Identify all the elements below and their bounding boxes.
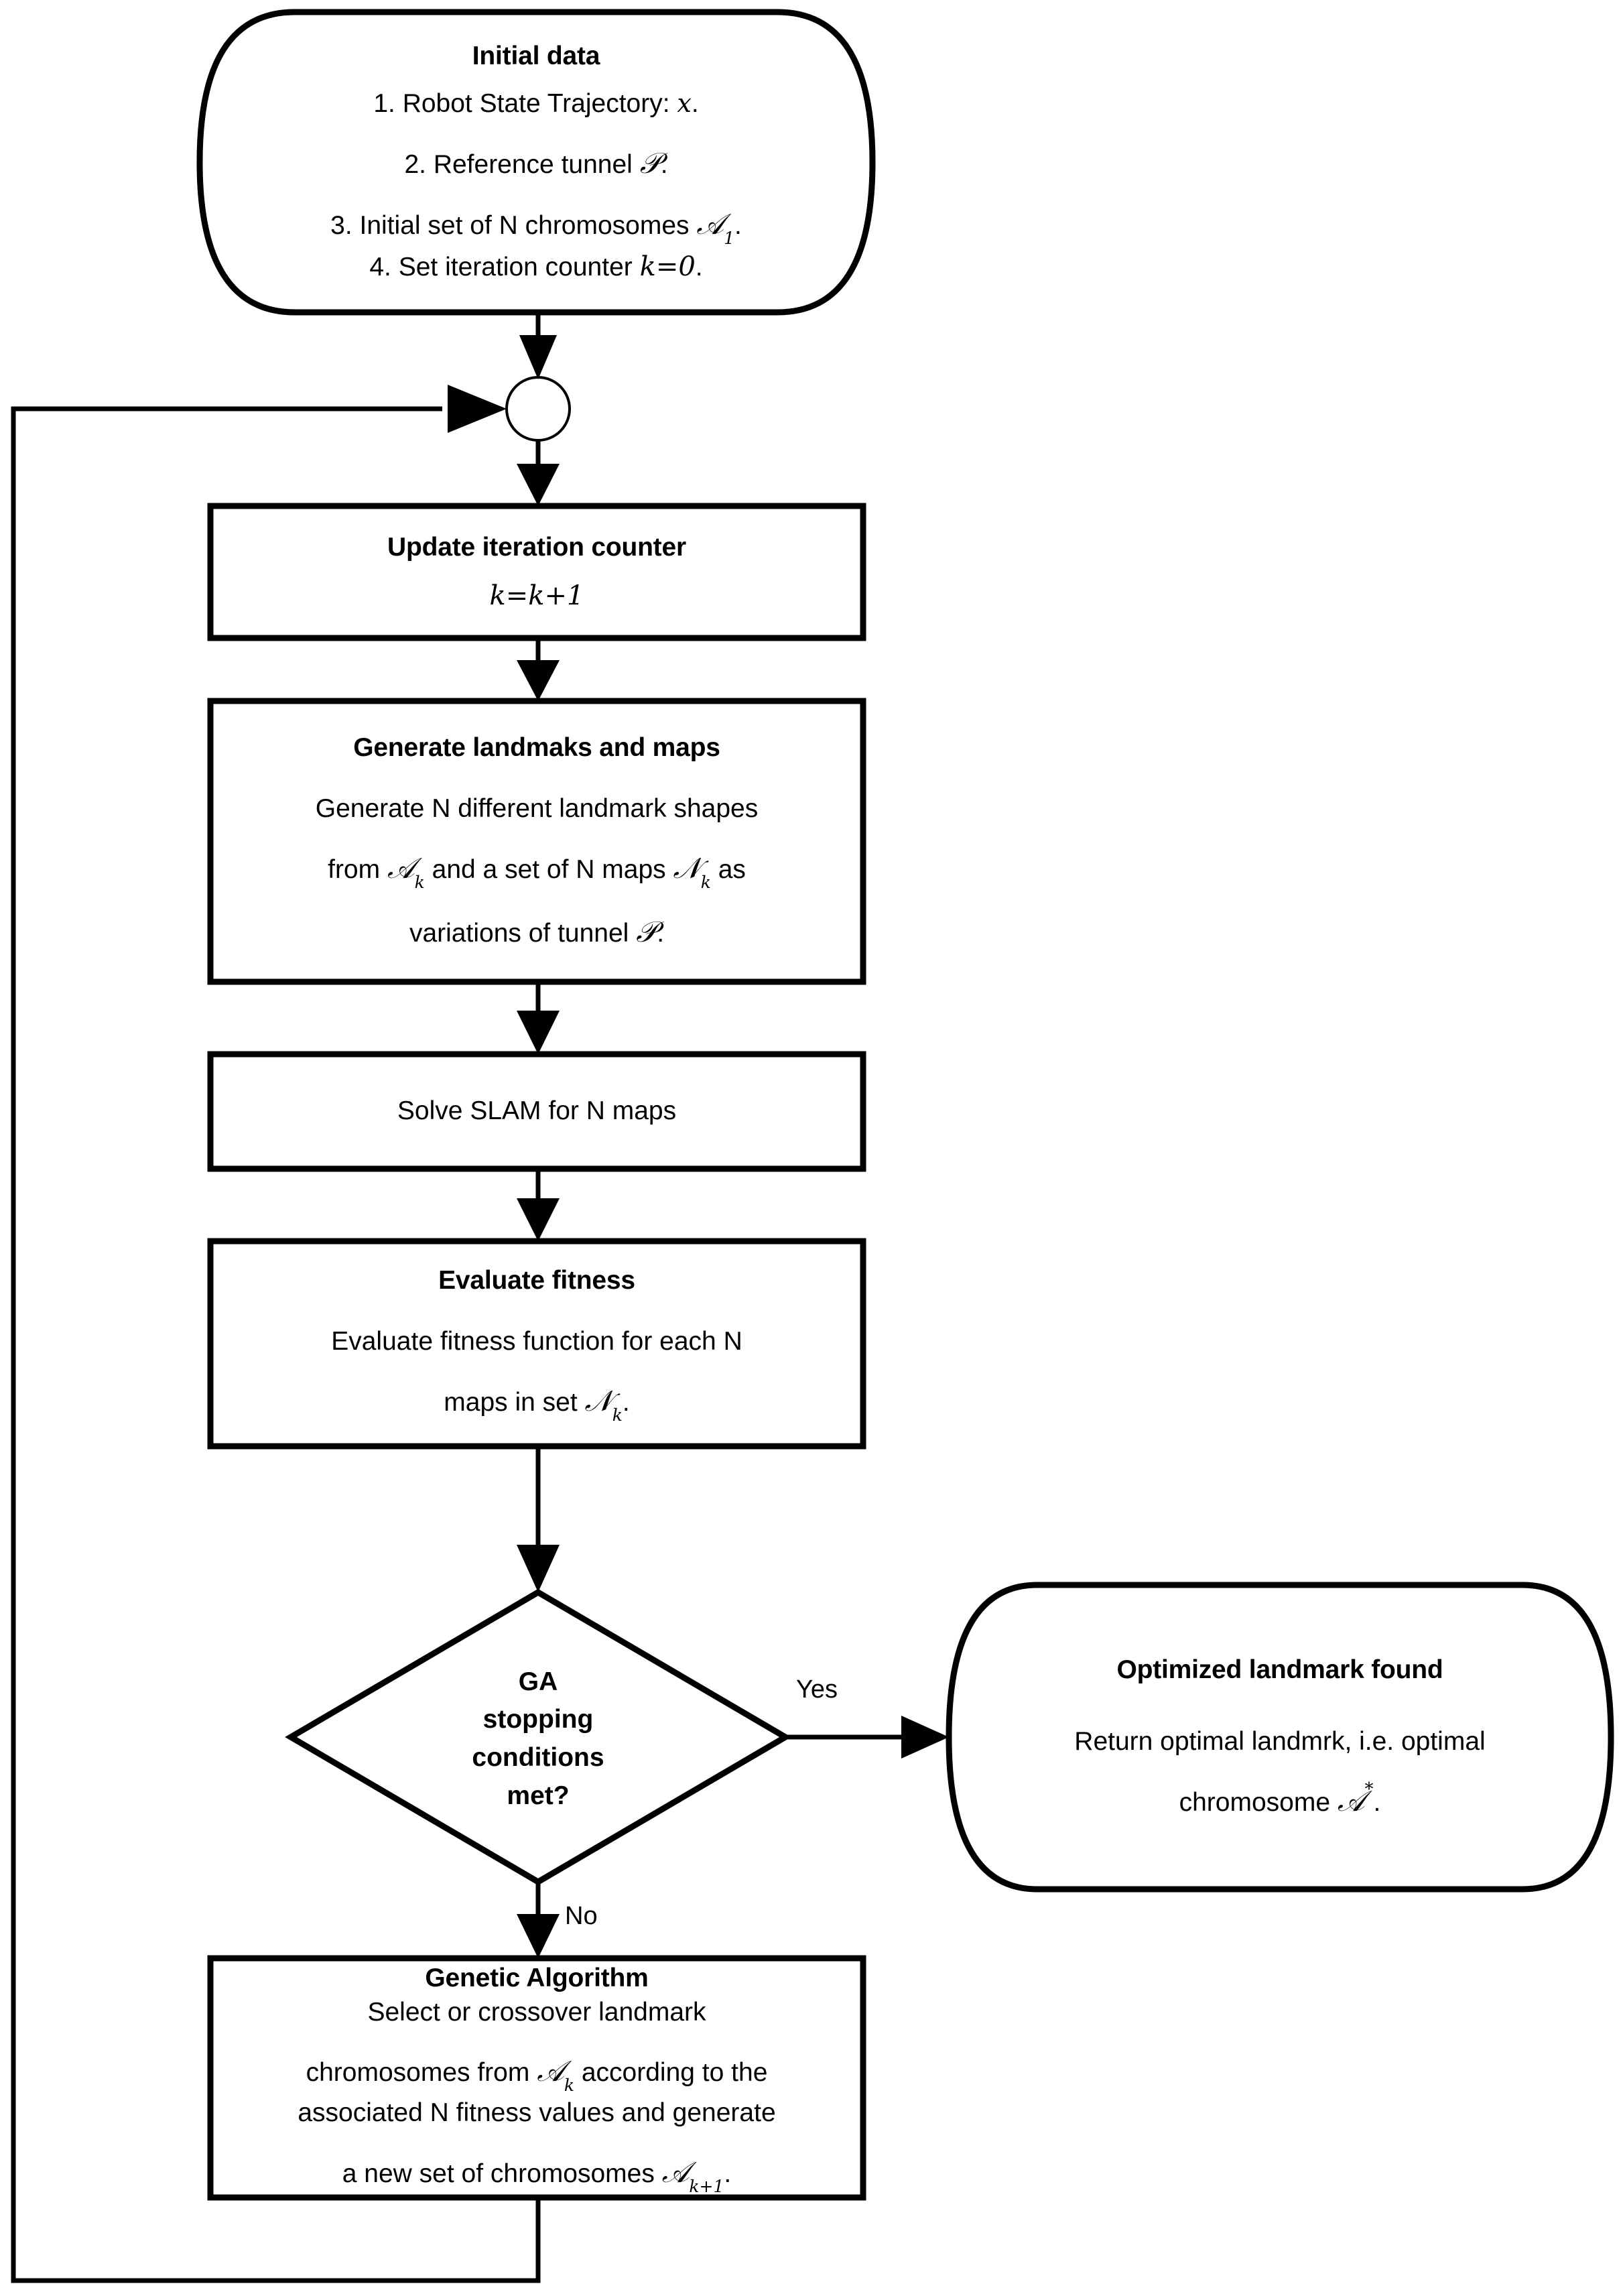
node-decision-shape[interactable] bbox=[285, 1588, 791, 1886]
node-evaluate-fitness-shape[interactable] bbox=[207, 1238, 866, 1450]
edge-label-yes: Yes bbox=[796, 1675, 838, 1704]
edge-junction-to-update-arrowhead bbox=[517, 464, 560, 506]
node-generate-landmarks-shape[interactable] bbox=[207, 698, 866, 985]
edge-decision-no-arrowhead bbox=[517, 1914, 560, 1958]
node-initial-data-shape[interactable] bbox=[196, 9, 876, 316]
edge-loop-back-arrowhead bbox=[448, 385, 507, 433]
edge-update-to-generate-arrowhead bbox=[517, 660, 560, 701]
edge-initial-to-junction-arrowhead bbox=[519, 335, 557, 379]
edge-evaluate-to-decision-arrowhead bbox=[517, 1545, 560, 1592]
node-merge-junction-shape[interactable] bbox=[505, 376, 571, 442]
edge-slam-to-evaluate-arrowhead bbox=[517, 1198, 560, 1241]
edge-label-no: No bbox=[565, 1902, 598, 1930]
node-genetic-algorithm-shape[interactable] bbox=[207, 1955, 866, 2201]
node-update-counter-shape[interactable] bbox=[207, 503, 866, 641]
edge-loop-back bbox=[11, 406, 541, 2283]
node-solve-slam-shape[interactable] bbox=[207, 1051, 866, 1172]
edge-decision-yes-arrowhead bbox=[901, 1716, 949, 1759]
edge-generate-to-slam-arrowhead bbox=[517, 1011, 560, 1054]
node-optimized-found-shape[interactable] bbox=[946, 1582, 1614, 1893]
